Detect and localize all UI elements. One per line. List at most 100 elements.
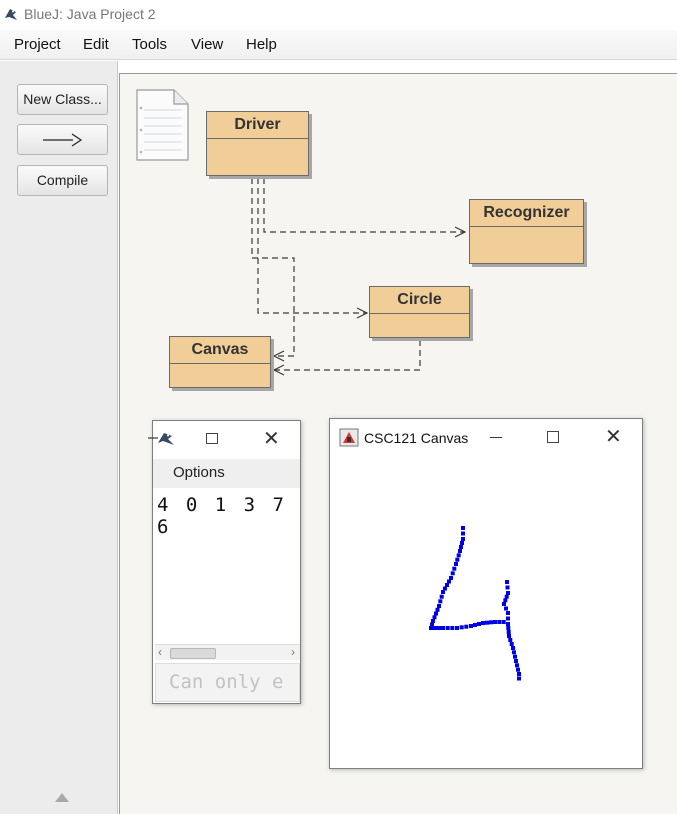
maximize-icon[interactable] — [206, 433, 218, 444]
stroke-dot — [450, 571, 455, 576]
terminal-window[interactable]: ✕ Options 4 0 1 3 7 6 ‹ › Can only e — [148, 420, 301, 704]
stroke-dot — [502, 602, 506, 606]
stroke-dot — [513, 654, 517, 659]
stroke-dot — [460, 541, 464, 545]
class-canvas-name: Canvas — [170, 337, 270, 364]
stroke-dot — [469, 624, 473, 628]
stroke-dot — [505, 585, 510, 590]
stroke-dot — [506, 630, 511, 634]
stroke-dot — [445, 626, 450, 630]
stroke-dot — [429, 626, 433, 630]
handwriting-drawing[interactable] — [330, 456, 642, 768]
stroke-dot — [512, 650, 516, 655]
stroke-dot — [517, 672, 521, 676]
class-recognizer-name: Recognizer — [470, 200, 583, 227]
options-menu[interactable]: Options — [173, 464, 225, 481]
stroke-dot — [464, 624, 469, 629]
stroke-dot — [433, 626, 437, 630]
terminal-input[interactable]: Can only e — [155, 663, 300, 702]
stroke-dot — [485, 620, 489, 625]
stroke-dot — [493, 620, 497, 624]
stroke-dot — [452, 566, 457, 571]
stroke-dot — [441, 590, 445, 594]
new-class-button[interactable]: New Class... — [17, 84, 108, 115]
scroll-up-icon[interactable] — [55, 793, 69, 802]
stroke-dot — [434, 611, 438, 616]
maximize-icon[interactable] — [547, 431, 559, 443]
scroll-left-icon[interactable]: ‹ — [158, 645, 162, 659]
stroke-dot — [506, 591, 510, 595]
class-canvas[interactable]: Canvas — [169, 336, 271, 388]
window-title: BlueJ: Java Project 2 — [24, 6, 156, 22]
stroke-dot — [506, 626, 511, 630]
stroke-dot — [450, 626, 455, 630]
stroke-dot — [431, 619, 435, 623]
canvas-titlebar[interactable] — [330, 419, 642, 456]
close-icon[interactable]: ✕ — [605, 426, 622, 448]
horizontal-scrollbar[interactable]: ‹ › — [155, 644, 300, 660]
canvas-window[interactable]: CSC121 Canvas ✕ — [329, 418, 643, 769]
menu-bar: Project Edit Tools View Help — [0, 30, 677, 60]
stroke-dot — [511, 646, 515, 650]
menu-view[interactable]: View — [191, 36, 224, 53]
class-recognizer[interactable]: Recognizer — [469, 199, 584, 264]
stroke-dot — [456, 553, 461, 558]
class-driver[interactable]: Driver — [206, 111, 309, 176]
bluej-bird-icon — [5, 9, 17, 20]
menu-help[interactable]: Help — [246, 36, 277, 53]
compile-button[interactable]: Compile — [17, 165, 108, 196]
menu-tools[interactable]: Tools — [132, 36, 168, 53]
minimize-icon[interactable] — [490, 437, 502, 438]
stroke-dot — [503, 598, 508, 603]
stroke-dot — [461, 531, 465, 536]
terminal-options-bar: Options — [153, 459, 300, 488]
stroke-dot — [515, 663, 519, 668]
stroke-dot — [438, 599, 443, 604]
stroke-dot — [430, 622, 434, 627]
stroke-dot — [504, 606, 508, 611]
stroke-dot — [445, 583, 449, 587]
class-driver-name: Driver — [207, 112, 308, 139]
stroke-dot — [459, 545, 463, 549]
stroke-dot — [449, 576, 453, 580]
scroll-right-icon[interactable]: › — [291, 645, 295, 659]
stroke-dot — [461, 526, 465, 530]
stroke-dot — [437, 604, 441, 608]
stroke-dot — [508, 638, 513, 642]
stroke-dot — [455, 557, 460, 562]
stroke-dot — [507, 634, 511, 638]
menu-project[interactable]: Project — [14, 36, 61, 53]
stroke-dot — [455, 626, 459, 630]
menu-edit[interactable]: Edit — [83, 36, 109, 53]
stroke-dot — [437, 626, 441, 630]
stroke-dot — [505, 580, 509, 584]
uses-arrow-button[interactable] — [17, 124, 108, 155]
tool-panel: New Class... Compile — [0, 61, 118, 814]
terminal-titlebar[interactable] — [153, 421, 300, 458]
stroke-dot — [459, 625, 464, 630]
class-circle[interactable]: Circle — [369, 286, 470, 338]
bluej-bird-icon — [148, 433, 174, 445]
stroke-dot — [506, 622, 510, 626]
stroke-dot — [509, 642, 514, 646]
window-titlebar: BlueJ: Java Project 2 — [0, 0, 677, 30]
stroke-dot — [501, 620, 506, 624]
stroke-dot — [506, 611, 510, 615]
scrollbar-thumb[interactable] — [170, 648, 216, 659]
stroke-dot — [435, 607, 440, 612]
uses-arrow-icon — [42, 133, 82, 147]
stroke-dot — [447, 579, 451, 584]
note-document-icon[interactable] — [132, 86, 192, 164]
stroke-dot — [443, 586, 447, 591]
stroke-dot — [461, 537, 465, 541]
stroke-dot — [514, 659, 518, 663]
close-icon[interactable]: ✕ — [263, 428, 280, 450]
stroke-dot — [517, 676, 521, 681]
stroke-dot — [481, 621, 485, 625]
stroke-dot — [432, 615, 437, 620]
stroke-dot — [458, 549, 462, 553]
stroke-dot — [516, 667, 520, 672]
stroke-dot — [497, 620, 502, 624]
canvas-window-title: CSC121 Canvas — [364, 430, 469, 446]
